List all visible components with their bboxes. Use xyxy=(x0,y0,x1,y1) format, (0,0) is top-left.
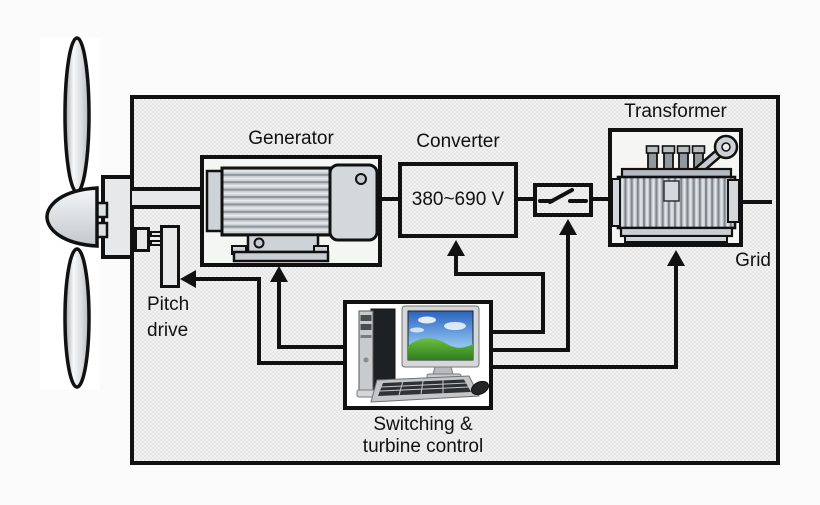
arrowhead-to-generator xyxy=(270,266,288,282)
control-line-generator-h xyxy=(277,345,345,349)
transformer-base-upper xyxy=(619,226,734,238)
control-line-transformer-v xyxy=(674,265,678,369)
controller-label: Switching & turbine control xyxy=(333,414,513,458)
pc-tower-front xyxy=(358,310,374,391)
control-line-converter-v2 xyxy=(541,272,545,334)
transformer-left-plate xyxy=(612,178,621,227)
control-line-converter-h1 xyxy=(454,272,545,276)
controller-label-line1: Switching & xyxy=(373,414,473,435)
pitch-link-block xyxy=(134,227,150,252)
pc-tower-side xyxy=(370,308,396,391)
transformer-base-lower xyxy=(624,235,728,243)
wallpaper-hill xyxy=(408,338,473,360)
pitch-drive-label: Pitch drive xyxy=(147,292,189,344)
control-line-pitch-h2 xyxy=(257,361,345,365)
generator-finned-body xyxy=(220,166,332,237)
control-line-pitch-h1 xyxy=(196,277,259,281)
mouse xyxy=(470,380,489,396)
transformer-tank-ribs xyxy=(616,175,737,230)
nose-cone xyxy=(45,186,99,248)
wallpaper-cloud xyxy=(418,316,436,324)
pitch-drive-label-line1: Pitch xyxy=(147,294,190,315)
control-line-switch-h xyxy=(491,348,570,352)
grid-switch-box xyxy=(533,183,593,217)
transformer-illustration xyxy=(612,134,739,243)
control-line-converter-v1 xyxy=(454,255,458,276)
blade-top xyxy=(63,36,91,194)
blade-bottom xyxy=(63,247,91,389)
controller-label-line2: turbine control xyxy=(362,436,484,457)
transformer-right-plate xyxy=(727,179,739,223)
generator-left-plate xyxy=(205,169,224,233)
converter-voltage: 380~690 V xyxy=(411,189,505,210)
monitor-stand xyxy=(432,366,454,375)
breaker-switch-icon xyxy=(538,188,588,204)
generator-illustration xyxy=(205,163,379,263)
drive-shaft xyxy=(132,187,204,209)
wind-turbine-rotor-illustration xyxy=(45,36,109,389)
arrowhead-to-converter xyxy=(447,240,465,256)
arrowhead-to-pitch-drive xyxy=(180,270,196,288)
control-line-switch-v xyxy=(566,234,570,352)
control-line-transformer-h xyxy=(491,365,678,369)
control-line-generator-v xyxy=(277,281,281,349)
generator-end-bolt xyxy=(355,173,367,185)
converter-label: Converter xyxy=(416,131,500,152)
transformer-panel-door xyxy=(663,180,680,202)
power-line-converter-switch xyxy=(518,197,533,201)
power-line-generator-converter xyxy=(382,197,398,201)
generator-base-plate xyxy=(232,250,330,263)
power-line-transformer-grid xyxy=(743,200,772,204)
control-line-pitch-v xyxy=(257,277,261,365)
arrowhead-to-switch xyxy=(559,219,577,235)
pc-power-button xyxy=(363,357,369,363)
control-line-converter-h2 xyxy=(491,330,545,334)
generator-pedestal-bolt xyxy=(253,237,265,249)
arrowhead-to-transformer xyxy=(667,250,685,266)
control-computer-illustration xyxy=(356,305,489,403)
grid-label: Grid xyxy=(735,250,771,271)
generator-label: Generator xyxy=(248,128,334,149)
generator-end-cap xyxy=(328,163,379,242)
power-line-switch-transformer xyxy=(593,197,608,201)
pitch-drive-actuator xyxy=(160,225,180,288)
transformer-label: Transformer xyxy=(624,101,727,122)
pitch-drive-label-line2: drive xyxy=(147,320,189,341)
converter-box: 380~690 V xyxy=(398,162,518,238)
